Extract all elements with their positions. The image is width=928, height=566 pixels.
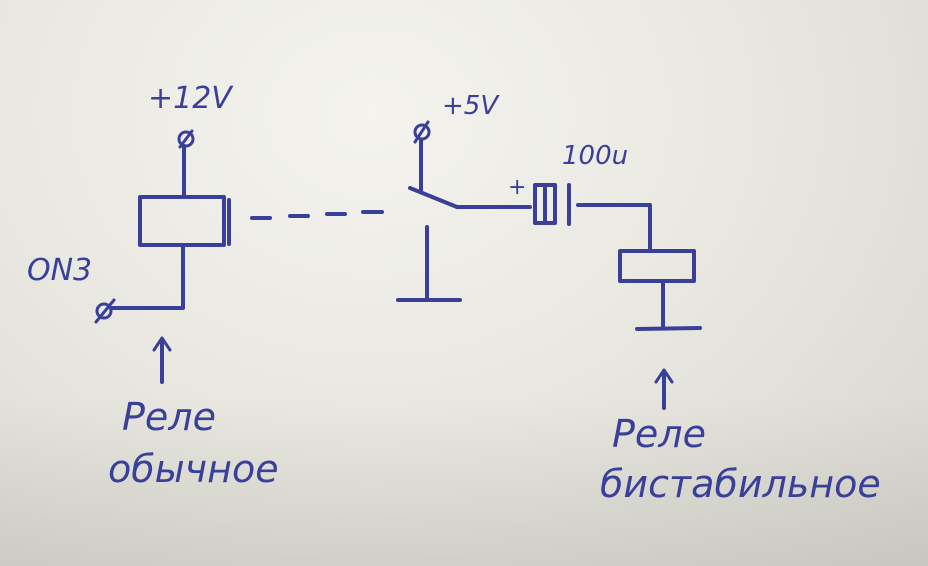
terminal-5v [413, 120, 431, 194]
label-cap-polarity: + [508, 175, 526, 200]
label-relay2-line1: Реле [612, 412, 706, 456]
relay2-coil [618, 249, 702, 331]
terminal-12v [177, 129, 195, 198]
mechanical-link [250, 210, 384, 220]
label-5v: +5V [442, 91, 500, 121]
ground-symbol-1 [396, 225, 462, 302]
label-12v: +12V [148, 81, 234, 116]
label-on3: ON3 [27, 253, 92, 288]
label-capacitor-value: 100u [562, 141, 628, 171]
relay-contact-switch [408, 186, 532, 209]
capacitor [533, 183, 652, 252]
label-relay2-line2: бистабильное [600, 462, 881, 506]
wire-on3 [94, 244, 185, 324]
label-relay1-line2: обычное [108, 447, 279, 491]
label-relay1-line1: Реле [122, 395, 216, 439]
arrow-relay2 [654, 368, 674, 410]
relay1-coil [138, 195, 231, 247]
arrow-relay1 [152, 336, 172, 384]
